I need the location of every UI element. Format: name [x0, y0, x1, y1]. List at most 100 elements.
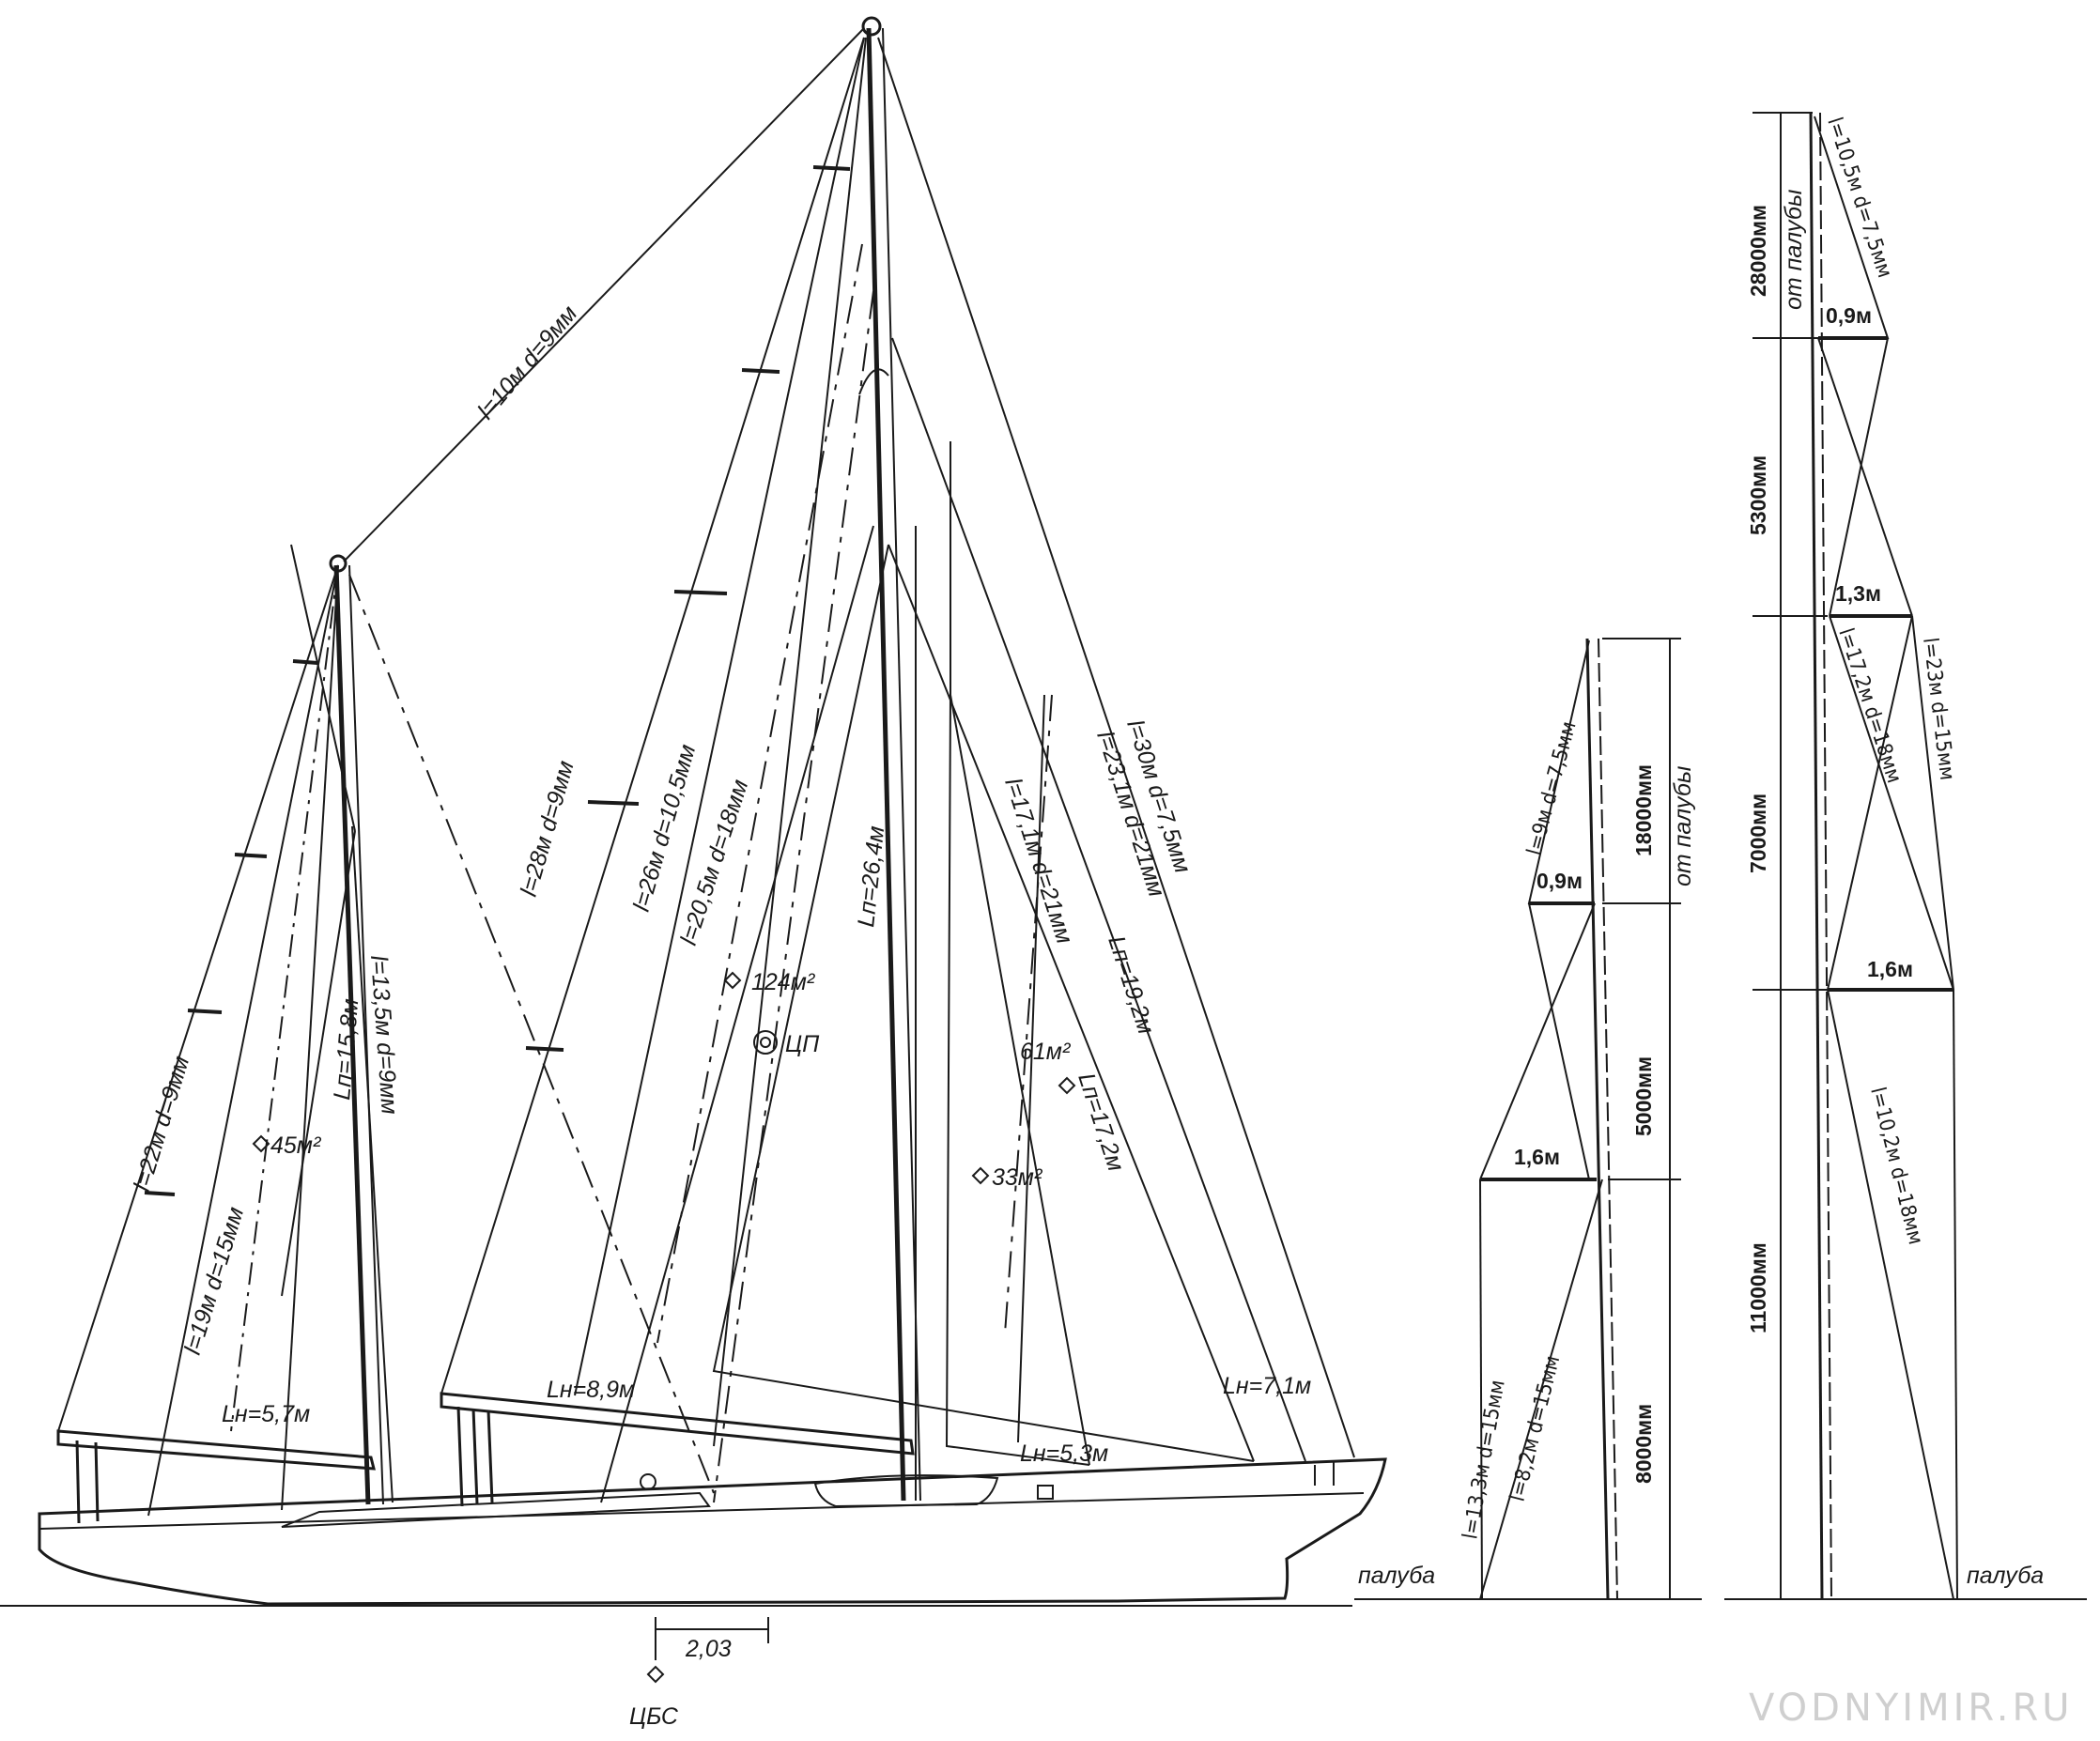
sail-curve — [858, 368, 889, 395]
main-area-marker — [723, 971, 742, 990]
watermark: VODNYIMIR.RU — [1749, 1687, 2074, 1730]
jib-luff — [950, 694, 1090, 1466]
mast-centerline — [1598, 638, 1618, 1600]
area-markers — [252, 971, 1076, 1684]
jib-area-label: 33м² — [992, 1164, 1043, 1191]
main-lower-stay — [600, 525, 874, 1503]
main-stay-line — [713, 37, 867, 1447]
hull — [0, 1457, 1387, 1607]
jib-foot-label: Lн=5,3м — [1020, 1441, 1108, 1467]
mizzen-sail-luff-line — [230, 564, 339, 1432]
batten — [587, 800, 640, 806]
mizzen-mast — [56, 554, 384, 1524]
mizzen-diag-upper-stay: l=9м d=7,5мм — [1523, 719, 1582, 858]
mid-stay — [1829, 615, 1954, 991]
genoa-area-label: 61м² — [1020, 1039, 1072, 1065]
mizzen-stay-label: l=19м d=15мм — [179, 1204, 249, 1358]
main-diag-top-stay: l=10,5м d=7,5мм — [1822, 115, 1896, 281]
mizzen-boom-post — [94, 1441, 100, 1522]
mizzen-forestay — [281, 564, 339, 1511]
main-sail-luff-dashed — [713, 290, 874, 1503]
batten — [525, 1046, 564, 1052]
mizzen-shroud-line — [351, 825, 394, 1503]
clr-marker — [646, 1665, 665, 1684]
mizzen-stay-line — [147, 564, 339, 1517]
genoa-area-marker — [1058, 1076, 1076, 1095]
outer-stay — [1911, 615, 1954, 991]
genoa-outline — [712, 544, 1255, 1462]
mast-line — [1809, 112, 1824, 1600]
mast-line — [1585, 638, 1610, 1600]
main-diag-dim-total: 28000мм — [1746, 205, 1770, 297]
mizzen-diag-dim-note: от палубы — [1670, 766, 1696, 886]
main-diag-low-stay: l=10,2м d=18мм — [1865, 1085, 1927, 1247]
main-luff-label: Lп=26,4м — [853, 824, 889, 928]
sail-plan: l=10м d=9мм l=22м d=9мм l=19м d=15мм l=1… — [0, 16, 1387, 1730]
lower-stay — [1479, 1179, 1603, 1600]
main-masthead — [861, 16, 882, 37]
deckhouse — [281, 1491, 711, 1528]
mizzen-rigging — [147, 544, 715, 1517]
main-stay2-label: l=26м d=10,5мм — [628, 742, 701, 915]
mizzen-mast-spar — [348, 564, 384, 1505]
mizzen-diag-outer-stay: l=13,3м d=15мм — [1459, 1379, 1509, 1541]
clr-offset-label: 2,03 — [685, 1636, 732, 1662]
mizzen-luff-label: Lп=15,8м — [329, 997, 363, 1101]
crossing-stay — [1829, 337, 1889, 617]
outer-stay — [1479, 1179, 1483, 1600]
hatch-icon — [1037, 1485, 1054, 1500]
mizzen-diag-dim-mid: 5000мм — [1631, 1056, 1656, 1136]
main-diag-dim-4: 11000мм — [1746, 1242, 1770, 1333]
jib-sheet — [1017, 694, 1045, 1443]
mizzen-sail — [56, 564, 372, 1458]
main-boom-post — [456, 1406, 464, 1507]
dinghy — [813, 1474, 999, 1508]
genoa-luff — [888, 544, 1255, 1462]
jib-area-marker — [971, 1166, 990, 1185]
clr-dimension — [655, 1617, 769, 1660]
crossing-stay — [1827, 615, 1913, 991]
mizzen-area-label: 45м² — [270, 1132, 322, 1159]
main-diag-outer-stay: l=23м d=15мм — [1918, 637, 1958, 782]
batten — [144, 1191, 176, 1196]
batten — [187, 1009, 223, 1014]
crossing-stay — [1817, 337, 1913, 617]
main-boom-post — [486, 1410, 494, 1503]
mast-centerline — [1819, 112, 1832, 1600]
batten — [234, 853, 268, 858]
main-stay3-label: l=20,5м d=18мм — [675, 777, 753, 948]
sheer-line — [39, 1492, 1365, 1530]
mizzen-diag-lower-stay: l=8,2м d=15мм — [1506, 1353, 1566, 1503]
triatic-dashed — [348, 574, 715, 1494]
batten — [292, 659, 318, 665]
main-diag-dim-2: 5300мм — [1746, 455, 1770, 535]
main-foot-label: Lн=8,9м — [547, 1377, 635, 1403]
cp-marker — [753, 1030, 778, 1055]
mizzen-diag-dim-low: 8000мм — [1631, 1404, 1656, 1484]
forestay-30m — [877, 37, 1355, 1458]
jib-outline — [945, 694, 1090, 1466]
main-mast-spar — [882, 27, 921, 1502]
main-mast-diagram — [1724, 112, 2087, 1600]
main-diag-mid-stay: l=17,2м d=18мм — [1833, 625, 1906, 786]
main-dashed — [656, 243, 863, 1344]
main-mast-spar — [866, 27, 906, 1502]
mizzen-shroud-label: l=13,5м d=9мм — [365, 954, 403, 1115]
jib-dashed — [1004, 694, 1053, 1334]
hull-outline — [38, 1457, 1387, 1606]
main-diag-deck: палуба — [1967, 1563, 2044, 1589]
low-stay — [1827, 989, 1954, 1600]
mizzen-boom — [56, 1429, 376, 1471]
mizzen-spreader-stay — [290, 544, 356, 832]
head-sails — [712, 37, 1355, 1501]
inner-forestay — [891, 337, 1306, 1462]
mizzen-area-marker — [252, 1134, 270, 1153]
main-diag-spread-3: 1,6м — [1867, 957, 1913, 981]
mizzen-diag-spread-lower: 1,6м — [1514, 1145, 1560, 1169]
mizzen-mast-spar — [333, 564, 371, 1505]
crossing-stay — [1479, 902, 1596, 1180]
main-sail — [440, 37, 912, 1503]
mizzen-spreader-stay — [281, 830, 356, 1297]
main-boom — [440, 1392, 915, 1456]
cp-marker-inner — [760, 1037, 771, 1048]
